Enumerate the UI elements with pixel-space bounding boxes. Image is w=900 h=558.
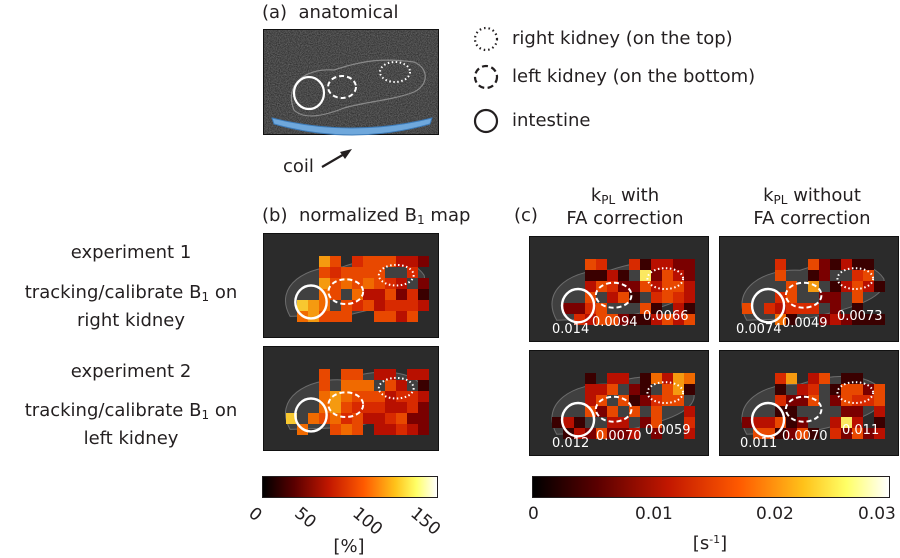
- colorbar-b1-unit: [%]: [333, 536, 365, 557]
- colorbar-b1-tick: 100: [348, 503, 387, 540]
- colorbar-kpl-tick: 0.03: [858, 504, 896, 524]
- kpl-with-fa-experiment-1: 0.014 0.0094 0.0066: [529, 236, 709, 342]
- experiment-1-desc: tracking/calibrate B1 on right kidney: [24, 282, 238, 332]
- colorbar-kpl-tick: 0.01: [635, 504, 673, 524]
- panel-c-label: (c): [514, 205, 538, 226]
- left-kidney-value: 0.0049: [782, 316, 828, 331]
- panel-a-label: (a) anatomical: [262, 2, 399, 23]
- panel-a-title: anatomical: [298, 2, 399, 23]
- kpl-without-fa-experiment-1: 0.0074 0.0049 0.0073: [719, 236, 899, 342]
- right-kidney-value: 0.0073: [837, 309, 883, 324]
- colorbar-kpl-tick: 0.02: [756, 504, 794, 524]
- right-kidney-value: 0.011: [842, 423, 880, 438]
- experiment-1-title: experiment 1: [70, 242, 192, 263]
- anatomical-image: [263, 29, 439, 135]
- dotted-circle-icon: [473, 26, 499, 52]
- right-kidney-value: 0.0059: [645, 423, 691, 438]
- colorbar-b1-tick: 0: [244, 503, 266, 526]
- right-kidney-value: 0.0066: [643, 309, 689, 324]
- intestine-value: 0.014: [552, 322, 590, 337]
- kpl-without-fa-experiment-2: 0.011 0.0070 0.011: [719, 350, 899, 456]
- solid-circle-icon: [473, 108, 499, 134]
- col2-title: kPL without FA correction: [753, 185, 871, 229]
- intestine-value: 0.012: [552, 436, 590, 451]
- left-kidney-value: 0.0070: [782, 429, 828, 444]
- dashed-circle-icon: [473, 64, 499, 90]
- legend-item-left-kidney: left kidney (on the bottom): [472, 63, 872, 91]
- intestine-value: 0.011: [740, 436, 778, 451]
- col1-title: kPL with FA correction: [566, 185, 684, 229]
- colorbar-b1-tick: 150: [406, 503, 445, 540]
- panel-b-title: (b) normalized B1 map: [262, 205, 471, 227]
- coil-label: coil: [283, 156, 314, 177]
- legend-item-right-kidney: right kidney (on the top): [472, 25, 872, 53]
- b1-map-experiment-1: [263, 233, 439, 338]
- coil-shape: [271, 117, 433, 136]
- experiment-2-title: experiment 2: [70, 361, 192, 382]
- colorbar-kpl-unit: [s-1]: [692, 533, 728, 554]
- colorbar-kpl-tick: 0: [528, 504, 539, 524]
- left-kidney-value: 0.0094: [592, 315, 638, 330]
- colorbar-b1: [262, 476, 438, 498]
- intestine-value: 0.0074: [736, 322, 782, 337]
- b1-map-experiment-2: [263, 346, 439, 451]
- colorbar-kpl: [532, 476, 890, 498]
- coil-arrow-icon: [321, 149, 352, 168]
- legend-item-intestine: intestine: [472, 107, 872, 135]
- left-kidney-value: 0.0070: [596, 429, 642, 444]
- experiment-2-desc: tracking/calibrate B1 on left kidney: [24, 400, 238, 450]
- colorbar-b1-tick: 50: [290, 503, 320, 533]
- kpl-with-fa-experiment-2: 0.012 0.0070 0.0059: [529, 350, 709, 456]
